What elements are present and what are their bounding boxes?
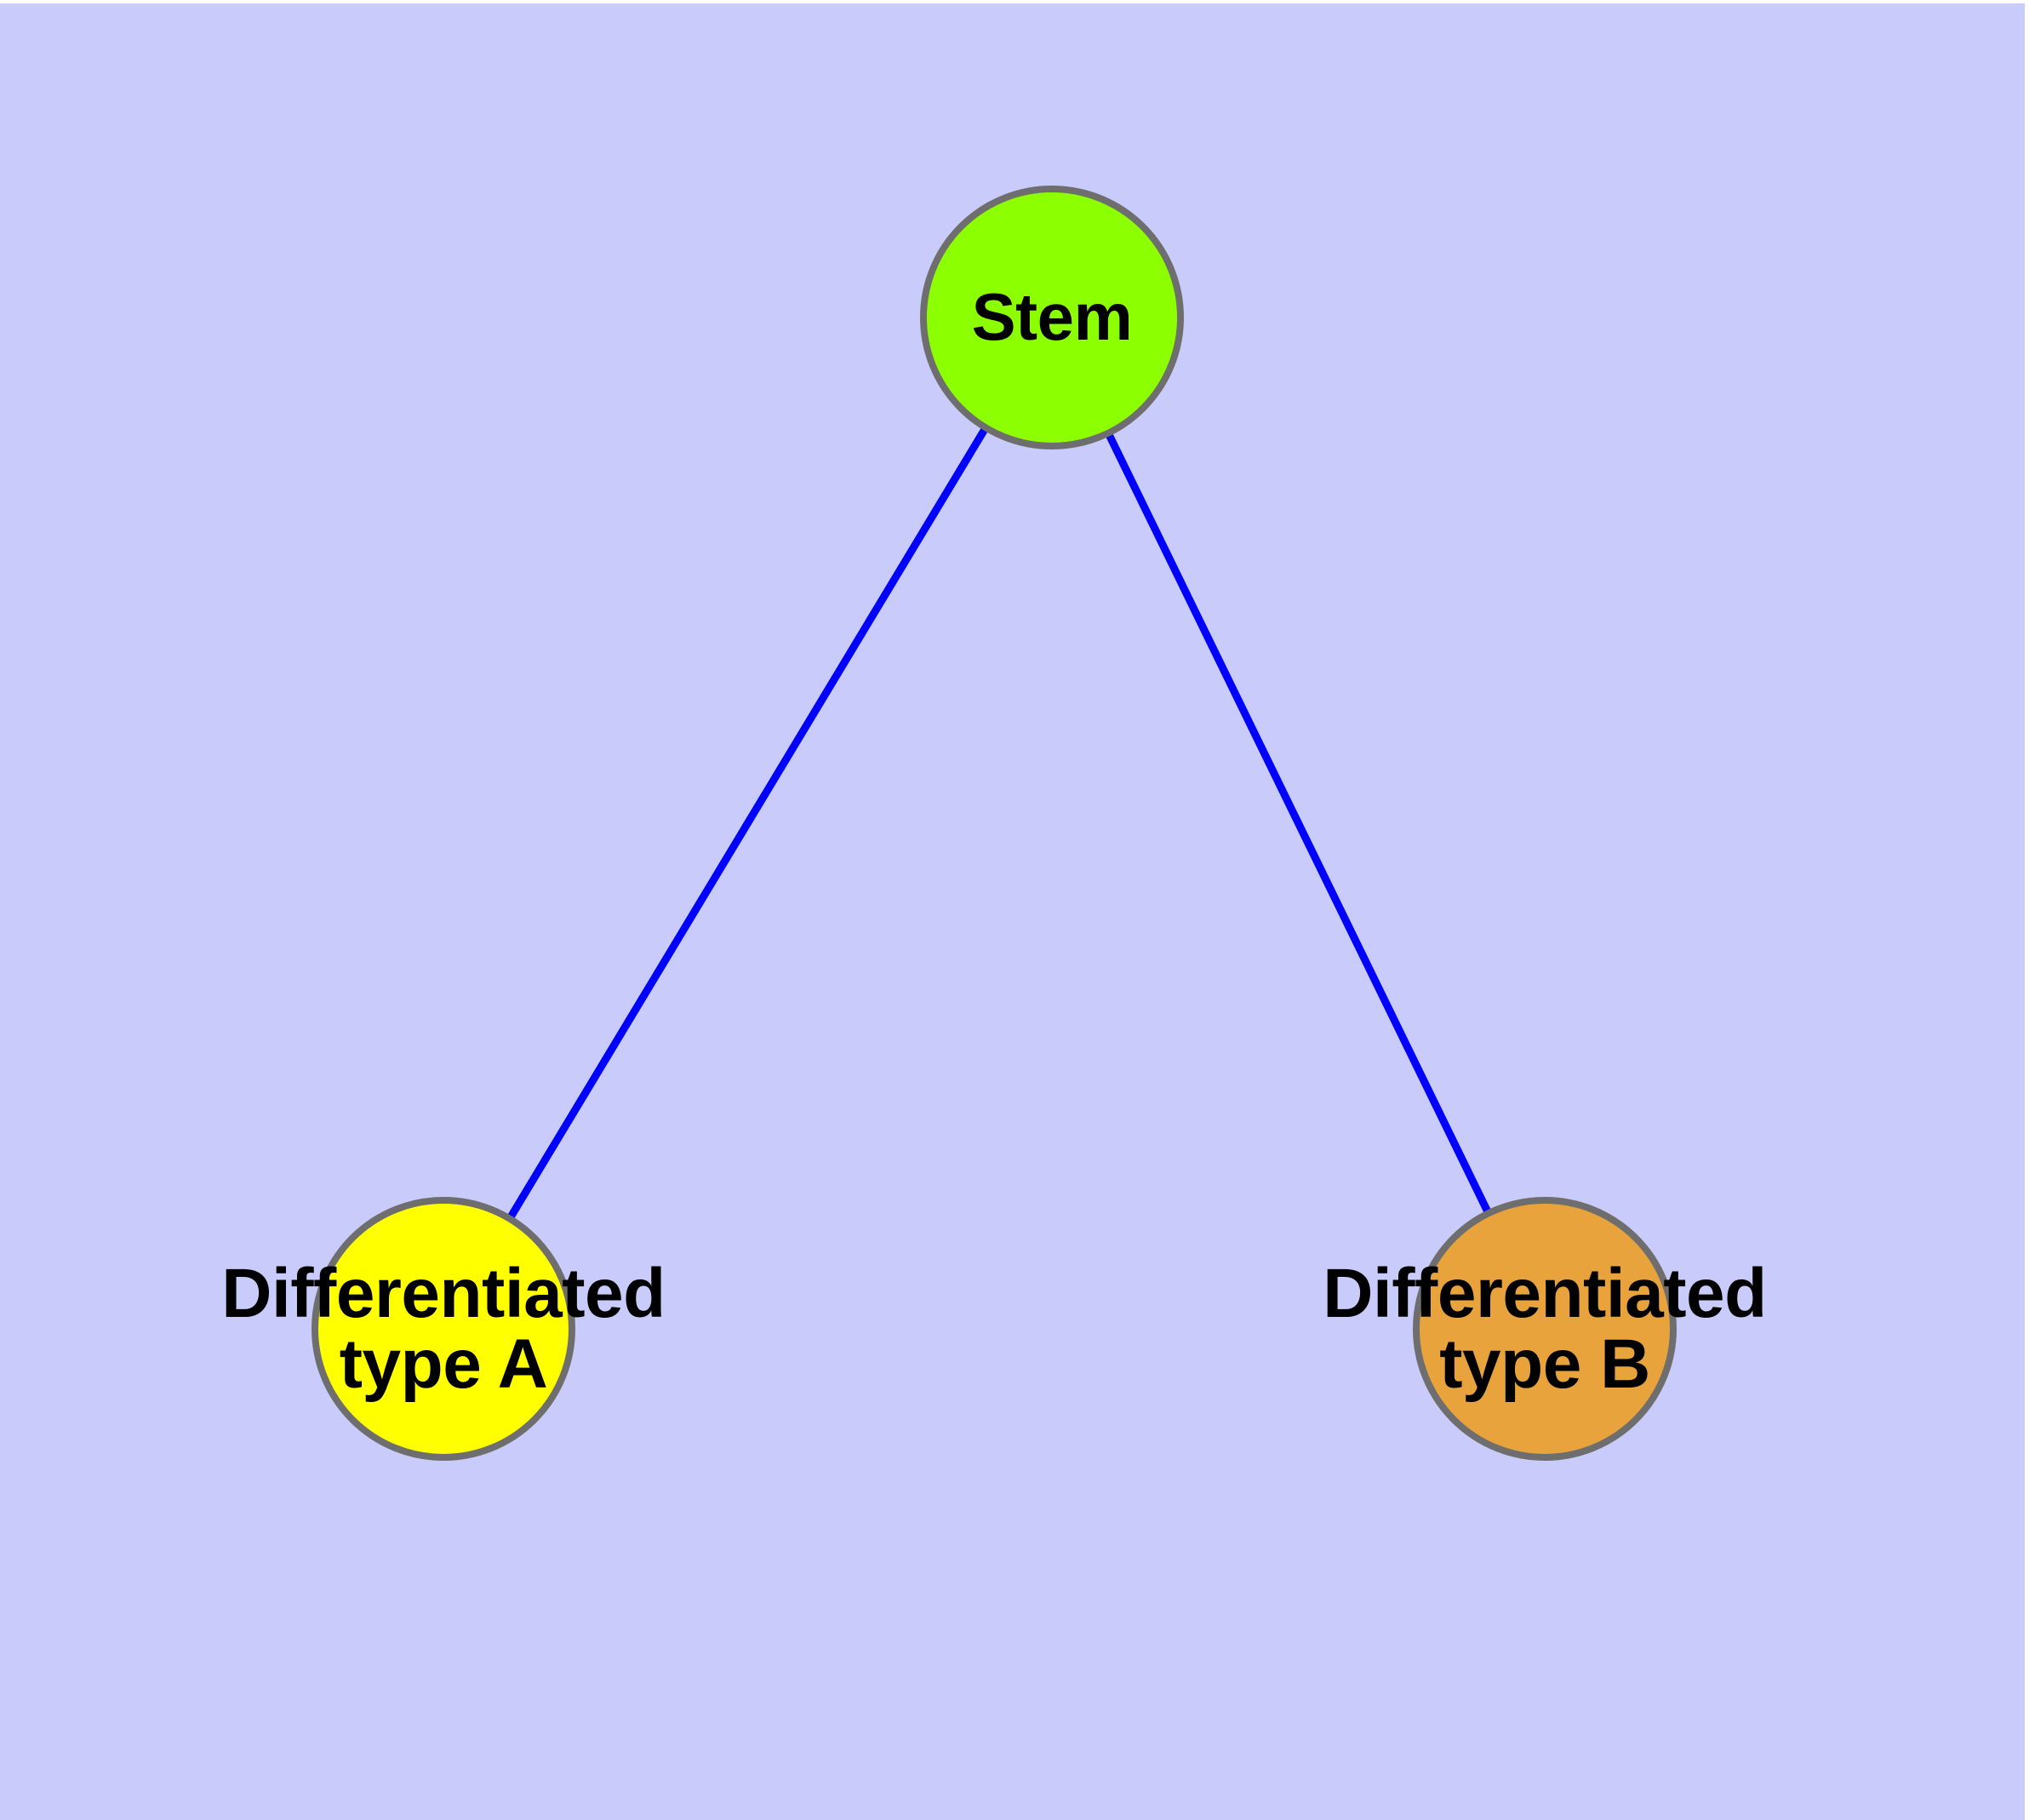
node-stem[interactable] [920,186,1184,449]
edge-stem-to-diff-b[interactable] [1103,428,1494,1218]
node-diff-a[interactable] [311,1197,575,1461]
edges-group [504,422,1494,1224]
edge-stem-to-diff-a[interactable] [504,422,992,1224]
node-diff-b[interactable] [1413,1197,1677,1461]
nodes-group [311,186,1677,1461]
